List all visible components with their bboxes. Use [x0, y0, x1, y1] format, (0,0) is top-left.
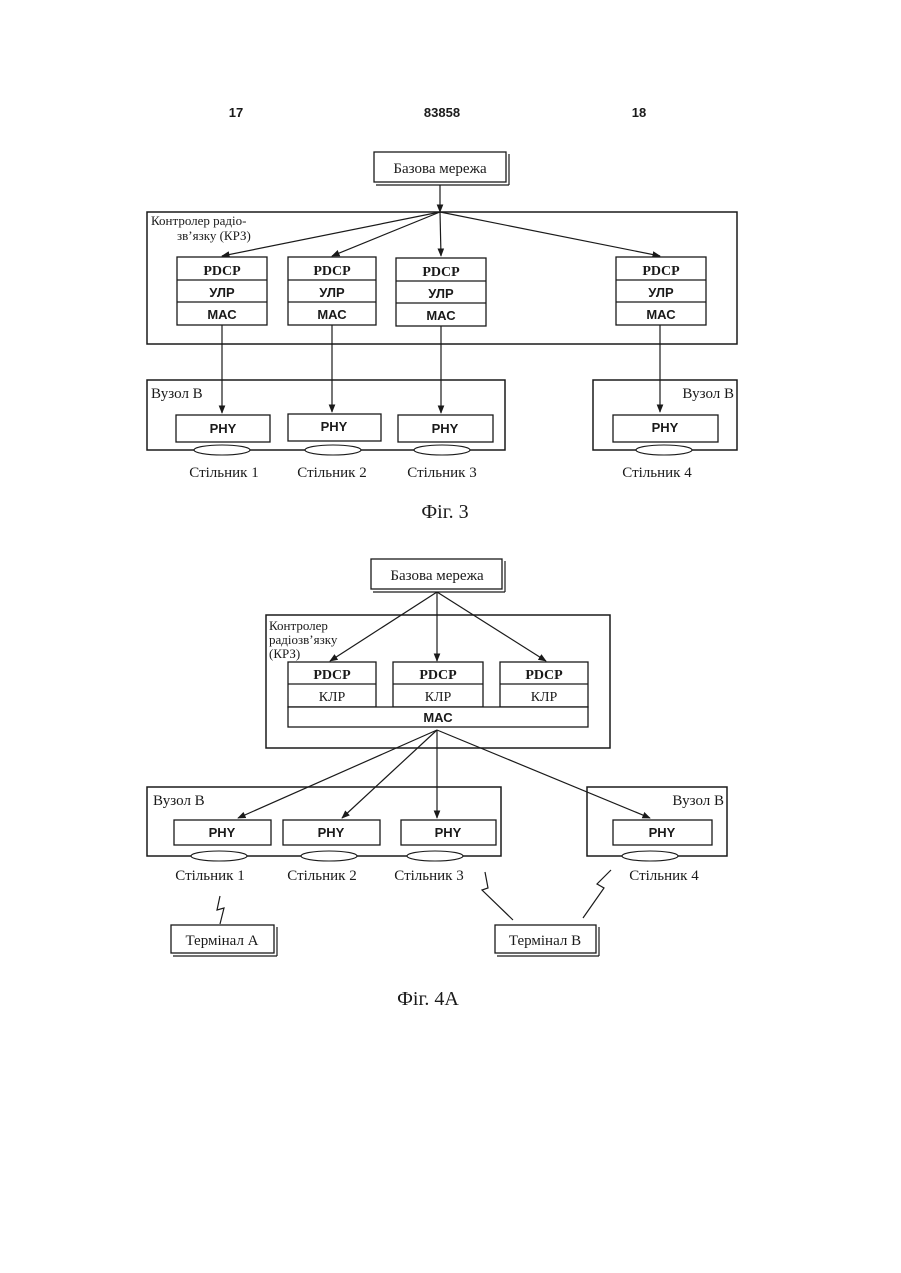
rlc-label: УЛР [428, 286, 454, 301]
protocol-stack-1: PDCP УЛР МАС [177, 257, 267, 325]
cell-label-2: Стільник 2 [297, 465, 366, 481]
patent-number: 83858 [424, 105, 460, 120]
mac-layer: МАС [288, 707, 588, 727]
terminal-b: Термінал В [495, 925, 599, 956]
rnc-link-4 [440, 212, 660, 256]
mac-label: МАС [207, 307, 237, 322]
phy-label: PHY [210, 421, 237, 436]
figure-caption: Фіг. 4А [397, 988, 459, 1010]
pdcp-label: PDCP [525, 668, 563, 683]
rnc-label: радіозв’язку [269, 632, 338, 647]
rlc-label: УЛР [648, 285, 674, 300]
terminal-b-label: Термінал В [509, 933, 581, 949]
pdcp-label: PDCP [313, 264, 351, 279]
node-b-left: Вузол В PHY PHY PHY [147, 380, 505, 450]
cell-antenna [414, 445, 470, 455]
figure-4a: Базова мережа Контролер радіозв’язку (КР… [147, 559, 727, 1010]
node-b-label: Вузол В [672, 793, 724, 809]
core-network-box: Базова мережа [374, 152, 509, 185]
node-b-label: Вузол В [682, 386, 734, 402]
node-b-label: Вузол В [151, 386, 203, 402]
cell-antenna [194, 445, 250, 455]
rlc-label: УЛР [319, 285, 345, 300]
core-link-1 [330, 592, 437, 661]
terminal-a-label: Термінал А [185, 933, 258, 949]
rlc-label: КЛР [531, 690, 558, 705]
rnc-link-2 [332, 212, 440, 256]
rlc-label: КЛР [425, 690, 452, 705]
mac-link-1 [238, 730, 437, 818]
radio-link-1 [217, 896, 224, 924]
pdcp-label: PDCP [313, 668, 351, 683]
phy-label: PHY [435, 825, 462, 840]
protocol-stack-3: PDCP УЛР МАС [396, 258, 486, 326]
page-number-right: 18 [632, 105, 646, 120]
rnc-link-1 [222, 212, 440, 256]
radio-link-3 [583, 870, 611, 918]
phy-label: PHY [649, 825, 676, 840]
pdcp-label: PDCP [642, 264, 680, 279]
rlc-label: КЛР [319, 690, 346, 705]
mac-label: МАС [426, 308, 456, 323]
phy-label: PHY [432, 421, 459, 436]
rlc-label: УЛР [209, 285, 235, 300]
pdcp-label: PDCP [422, 265, 460, 280]
protocol-stack-2: PDCP УЛР МАС [288, 257, 376, 325]
cell-label-1: Стільник 1 [189, 465, 258, 481]
mac-link-2 [342, 730, 437, 818]
cell-label-3: Стільник 3 [394, 868, 463, 884]
cell-antenna [407, 851, 463, 861]
phy-label: PHY [652, 420, 679, 435]
protocol-stack-4: PDCP УЛР МАС [616, 257, 706, 325]
rnc-label: Контролер радіо- [151, 213, 246, 228]
core-network-box: Базова мережа [371, 559, 505, 592]
cell-label-1: Стільник 1 [175, 868, 244, 884]
rnc-label: зв’язку (КРЗ) [177, 228, 251, 243]
cell-antenna [622, 851, 678, 861]
protocol-stack-1: PDCP КЛР [288, 662, 376, 707]
terminal-a: Термінал А [171, 925, 277, 956]
protocol-stack-3: PDCP КЛР [500, 662, 588, 707]
protocol-stack-2: PDCP КЛР [393, 662, 483, 707]
cell-antenna [191, 851, 247, 861]
cell-antenna [301, 851, 357, 861]
figure-3: Базова мережа Контролер радіо- зв’язку (… [147, 152, 737, 523]
core-network-label: Базова мережа [390, 568, 484, 584]
node-b-label: Вузол В [153, 793, 205, 809]
mac-label: МАС [423, 710, 453, 725]
core-link-3 [437, 592, 546, 661]
phy-label: PHY [318, 825, 345, 840]
cell-antenna [305, 445, 361, 455]
phy-label: PHY [209, 825, 236, 840]
cell-label-4: Стільник 4 [622, 465, 692, 481]
rnc-label: Контролер [269, 618, 328, 633]
rnc-link-3 [440, 212, 441, 256]
core-network-label: Базова мережа [393, 161, 487, 177]
figure-caption: Фіг. 3 [421, 501, 468, 523]
cell-label-4: Стільник 4 [629, 868, 699, 884]
node-b-right: Вузол В PHY [587, 787, 727, 856]
mac-label: МАС [646, 307, 676, 322]
mac-link-4 [437, 730, 650, 818]
mac-label: МАС [317, 307, 347, 322]
node-b-right: Вузол В PHY [593, 380, 737, 450]
rnc-label: (КРЗ) [269, 646, 300, 661]
radio-link-2 [482, 872, 513, 920]
cell-label-3: Стільник 3 [407, 465, 476, 481]
node-b-left: Вузол В PHY PHY PHY [147, 787, 501, 856]
cell-antenna [636, 445, 692, 455]
cell-label-2: Стільник 2 [287, 868, 356, 884]
phy-label: PHY [321, 419, 348, 434]
page-number-left: 17 [229, 105, 243, 120]
pdcp-label: PDCP [203, 264, 241, 279]
pdcp-label: PDCP [419, 668, 457, 683]
